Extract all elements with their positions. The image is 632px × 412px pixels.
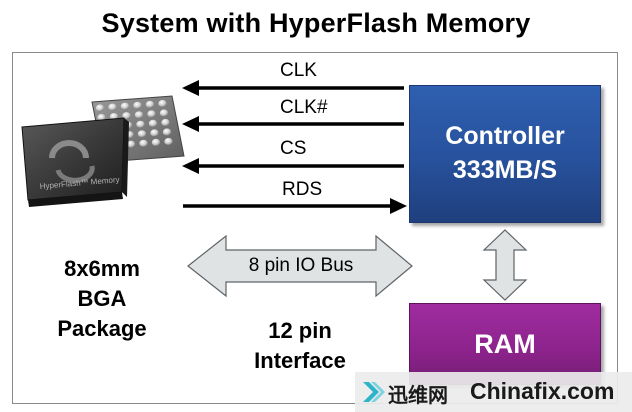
solder-ball — [108, 103, 117, 111]
solder-ball — [137, 130, 147, 138]
package-size: 8x6mm — [64, 256, 140, 281]
ram-block: RAM — [409, 303, 601, 385]
watermark-english-text: Chinafix.com — [470, 378, 615, 404]
clk-arrow — [182, 80, 404, 96]
hyperflash-chip: HyperFlash™ Memory — [21, 117, 129, 207]
controller-label: Controller — [445, 122, 565, 150]
solder-ball — [162, 128, 172, 136]
controller-speed: 333MB/S — [452, 156, 558, 184]
io-bus-arrow — [187, 234, 413, 298]
cs-label: CS — [280, 138, 307, 159]
solder-ball — [133, 101, 142, 109]
solder-ball — [95, 104, 105, 112]
interface-label: Interface — [254, 348, 346, 373]
package-type: BGA — [77, 286, 127, 311]
interface-pins: 12 pin — [268, 318, 332, 343]
rds-label: RDS — [282, 179, 323, 200]
cs-arrow — [182, 158, 404, 174]
solder-ball — [126, 140, 136, 148]
diagram-title: System with HyperFlash Memory — [101, 8, 531, 38]
solder-ball — [134, 111, 144, 119]
clk-label: CLK — [280, 60, 317, 81]
solder-ball — [139, 139, 148, 147]
clk-n-arrow — [182, 116, 404, 132]
rds-arrow — [183, 198, 407, 214]
io-bus-label: 8 pin IO Bus — [248, 255, 354, 276]
watermark-chinese-text: 迅维网 — [388, 385, 448, 407]
solder-ball — [136, 120, 145, 128]
solder-ball — [150, 129, 159, 137]
clk-n-label: CLK# — [280, 97, 328, 118]
controller-ram-arrow — [482, 229, 528, 301]
solder-ball — [147, 110, 156, 118]
solder-ball — [151, 138, 161, 146]
controller-block: Controller 333MB/S — [409, 85, 601, 223]
solder-ball — [148, 119, 158, 127]
solder-ball — [161, 118, 170, 127]
solder-ball — [120, 102, 130, 110]
ram-label: RAM — [474, 329, 536, 359]
package-label: Package — [57, 316, 147, 341]
solder-ball — [158, 99, 167, 108]
solder-ball — [159, 109, 169, 117]
solder-ball — [145, 100, 155, 108]
solder-ball — [164, 137, 173, 146]
watermark-logo-icon — [363, 382, 385, 402]
watermark: 迅维网 Chinafix.com — [355, 372, 632, 412]
chip-logo-icon — [49, 140, 95, 183]
